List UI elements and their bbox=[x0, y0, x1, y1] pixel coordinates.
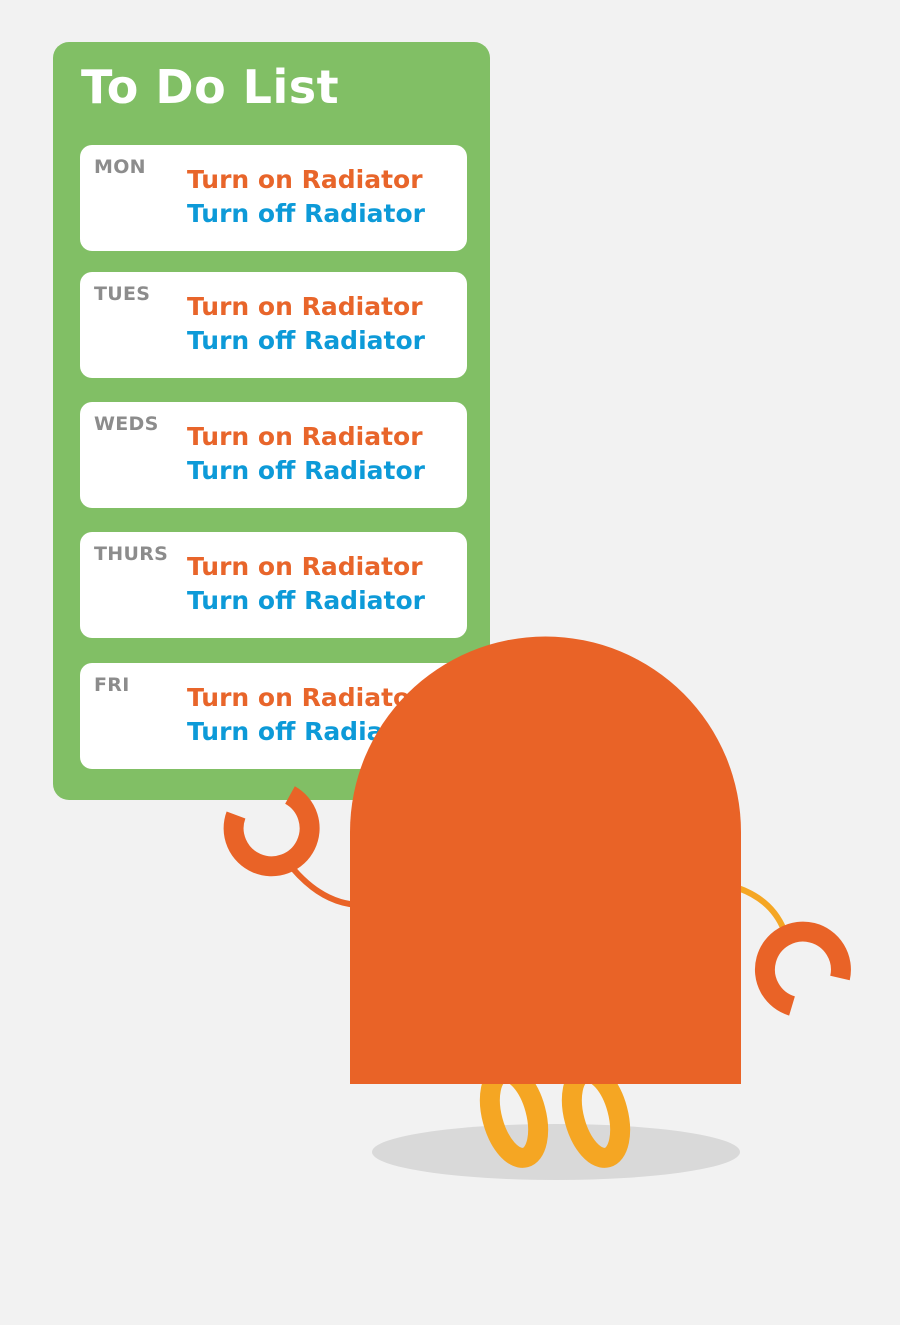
task-turn-on: Turn on Radiator bbox=[187, 422, 423, 451]
task-turn-on: Turn on Radiator bbox=[187, 552, 423, 581]
day-card-thurs: THURS Turn on Radiator Turn off Radiator bbox=[80, 532, 467, 638]
day-label: FRI bbox=[94, 674, 130, 696]
day-card-weds: WEDS Turn on Radiator Turn off Radiator bbox=[80, 402, 467, 508]
day-card-mon: MON Turn on Radiator Turn off Radiator bbox=[80, 145, 467, 251]
day-label: WEDS bbox=[94, 413, 159, 435]
robot-right-hand bbox=[754, 921, 851, 1016]
robot-left-arm bbox=[223, 786, 363, 908]
task-turn-off: Turn off Radiator bbox=[187, 326, 425, 355]
robot-left-hand bbox=[223, 786, 320, 877]
task-turn-off: Turn off Radiator bbox=[187, 199, 425, 228]
day-label: TUES bbox=[94, 283, 151, 305]
task-turn-on: Turn on Radiator bbox=[187, 292, 423, 321]
task-turn-on: Turn on Radiator bbox=[187, 683, 423, 712]
robot-shadow bbox=[372, 1124, 740, 1180]
robot-right-arm-wire bbox=[736, 885, 787, 932]
day-label: MON bbox=[94, 156, 146, 178]
day-label: THURS bbox=[94, 543, 169, 565]
todo-title: To Do List bbox=[81, 60, 340, 114]
task-turn-on: Turn on Radiator bbox=[187, 165, 423, 194]
task-turn-off: Turn off Radiator bbox=[187, 456, 425, 485]
day-card-tues: TUES Turn on Radiator Turn off Radiator bbox=[80, 272, 467, 378]
task-turn-off: Turn off Radiator bbox=[187, 586, 425, 615]
todo-board: To Do List MON Turn on Radiator Turn off… bbox=[53, 42, 490, 800]
robot-right-arm bbox=[736, 885, 851, 1016]
robot-body bbox=[350, 636, 741, 1084]
